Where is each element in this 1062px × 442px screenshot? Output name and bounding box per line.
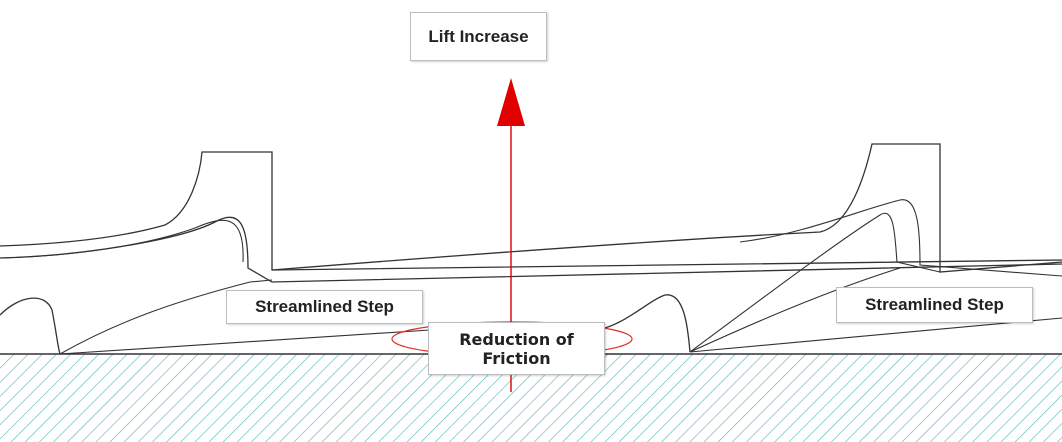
right-step-inner-contour	[689, 212, 941, 353]
right-step-base-line	[689, 317, 1062, 353]
friction-label-line1: Reduction of	[459, 329, 574, 349]
left-step-base-line	[59, 329, 431, 355]
left-wake-bump	[0, 297, 61, 355]
left-step-secondary-contour	[0, 219, 244, 263]
left-step-lower-ramp	[59, 279, 273, 355]
middle-wake-bump	[604, 294, 691, 353]
reduction-of-friction-label: Reduction of Friction	[428, 322, 605, 375]
lift-increase-label: Lift Increase	[410, 12, 547, 61]
friction-label-line2: Friction	[482, 348, 551, 368]
right-step-secondary-contour	[739, 199, 1062, 277]
lift-arrow-head	[497, 78, 525, 126]
right-step-ramp	[689, 267, 901, 353]
streamlined-step-right-label: Streamlined Step	[836, 287, 1033, 323]
right-step-top-contour	[271, 143, 1062, 273]
left-step-top-contour	[0, 151, 1062, 271]
streamlined-step-left-label: Streamlined Step	[226, 290, 423, 324]
